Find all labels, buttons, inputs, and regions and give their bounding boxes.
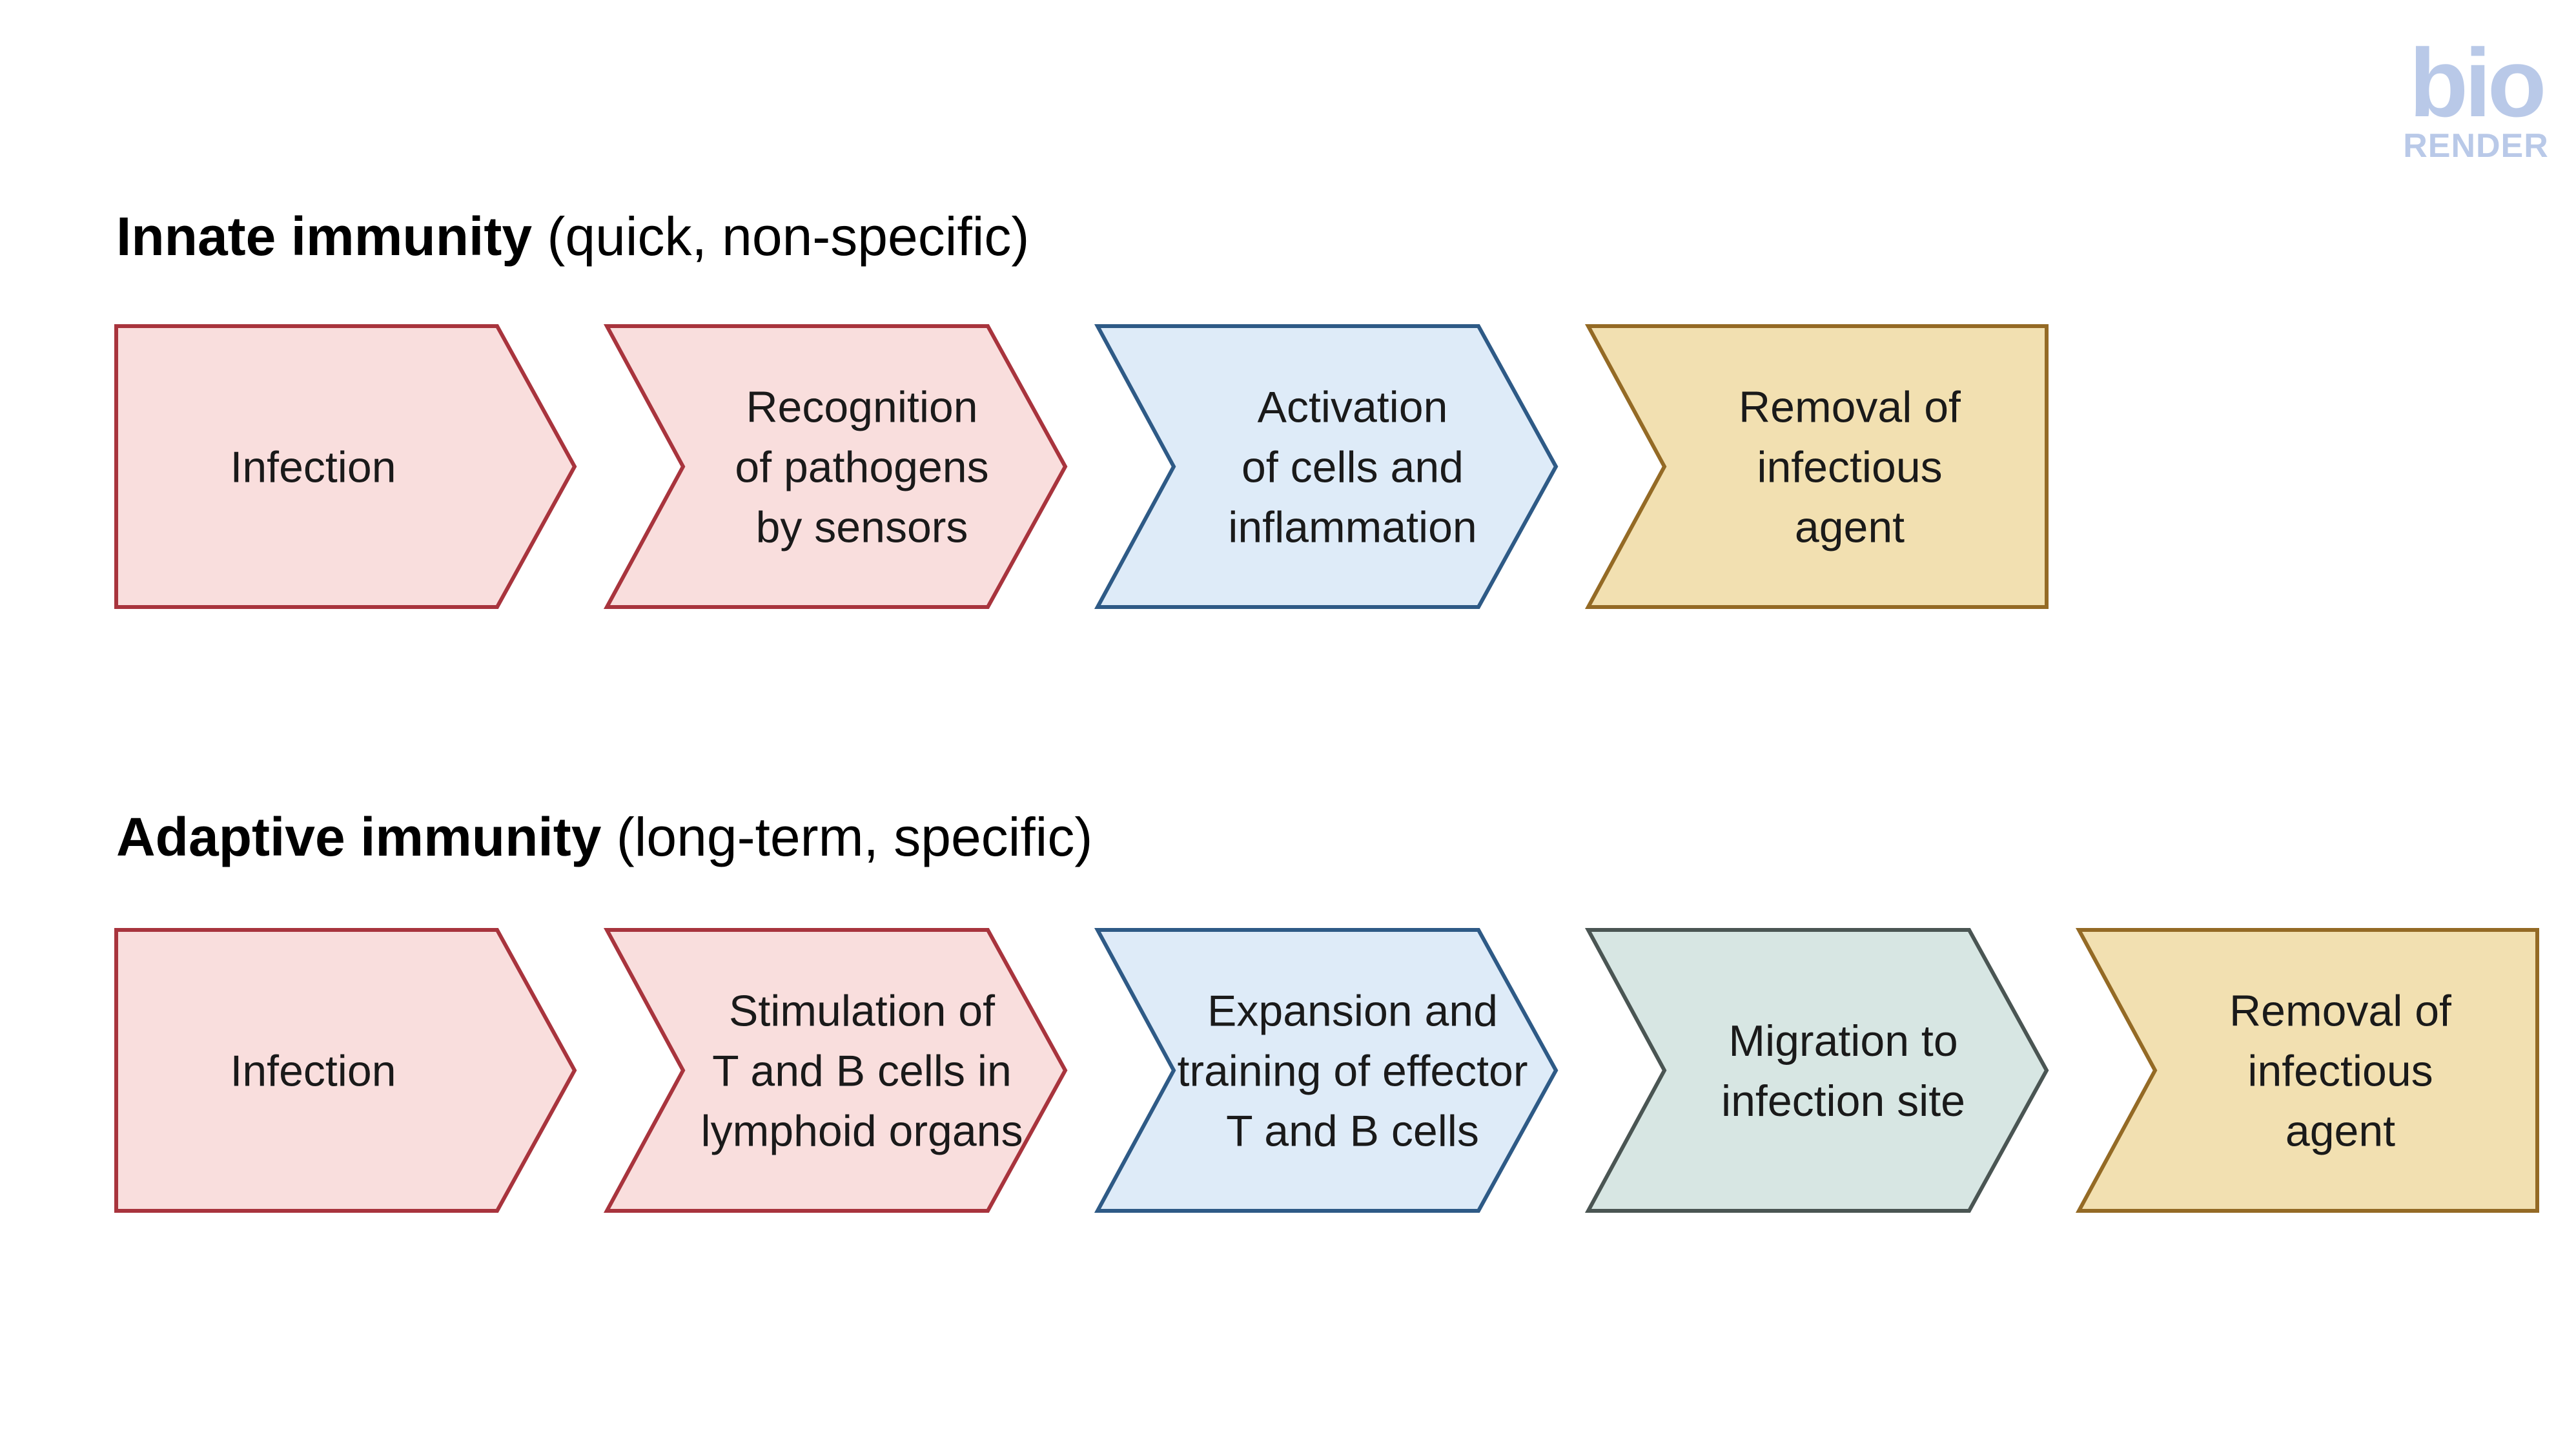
adaptive-step-1-label-line-1: Infection — [230, 1047, 396, 1096]
innate-heading: Innate immunity (quick, non-specific) — [116, 206, 1029, 267]
adaptive-step-2-chevron — [603, 928, 1068, 1213]
innate-step-4-label-line-1: Removal of — [1739, 383, 1961, 432]
innate-step-4-label-line-2: infectious — [1757, 443, 1942, 492]
adaptive-heading-rest: (long-term, specific) — [601, 807, 1092, 867]
innate-step-4-chevron — [1584, 324, 2049, 609]
adaptive-step-4-label-line-1: Migration to — [1728, 1016, 1958, 1066]
logo-bio-text: bio — [2409, 28, 2543, 137]
logo-render-text: RENDER — [2403, 127, 2549, 165]
innate-heading-rest: (quick, non-specific) — [532, 206, 1029, 267]
biorender-logo: bio RENDER — [2403, 28, 2549, 165]
adaptive-heading: Adaptive immunity (long-term, specific) — [116, 807, 1092, 867]
adaptive-step-3-chevron — [1094, 928, 1559, 1213]
adaptive-step-3-label-line-2: training of effector — [1177, 1047, 1528, 1096]
adaptive-step-3-label-line-1: Expansion and — [1207, 987, 1498, 1036]
innate-heading-bold: Innate immunity — [116, 206, 532, 267]
adaptive-step-2-label-line-1: Stimulation of — [729, 987, 995, 1036]
innate-step-3-label-line-2: of cells and — [1242, 443, 1464, 492]
innate-step-2-label-line-1: Recognition — [746, 383, 977, 432]
adaptive-step-5-label-line-3: agent — [2285, 1107, 2395, 1156]
innate-step-3-chevron — [1094, 324, 1559, 609]
innate-step-3-label-line-3: inflammation — [1228, 503, 1477, 552]
adaptive-step-1-chevron — [114, 928, 577, 1213]
adaptive-step-4-label-line-2: infection site — [1721, 1077, 1965, 1126]
adaptive-step-2-label-line-3: lymphoid organs — [701, 1107, 1023, 1156]
innate-step-2-chevron — [603, 324, 1068, 609]
adaptive-step-3-label-line-3: T and B cells — [1226, 1107, 1479, 1156]
innate-steps-row: Infection Recognition of pathogens by senso… — [114, 324, 2049, 609]
adaptive-steps-row: Infection Stimulation of T and B cells in l… — [114, 928, 2539, 1213]
adaptive-step-5-label-line-1: Removal of — [2229, 987, 2451, 1036]
adaptive-step-2-label-line-2: T and B cells in — [712, 1047, 1012, 1096]
adaptive-heading-bold: Adaptive immunity — [116, 807, 602, 867]
innate-step-1-chevron — [114, 324, 577, 609]
innate-step-2-label-line-3: by sensors — [756, 503, 968, 552]
adaptive-step-5-chevron — [2075, 928, 2539, 1213]
innate-step-2-label-line-2: of pathogens — [735, 443, 988, 492]
innate-step-1-label-line-1: Infection — [230, 443, 396, 492]
adaptive-step-5-label-line-2: infectious — [2247, 1047, 2433, 1096]
innate-step-4-label-line-3: agent — [1795, 503, 1905, 552]
adaptive-step-4-chevron — [1584, 928, 2049, 1213]
innate-step-3-label-line-1: Activation — [1258, 383, 1448, 432]
